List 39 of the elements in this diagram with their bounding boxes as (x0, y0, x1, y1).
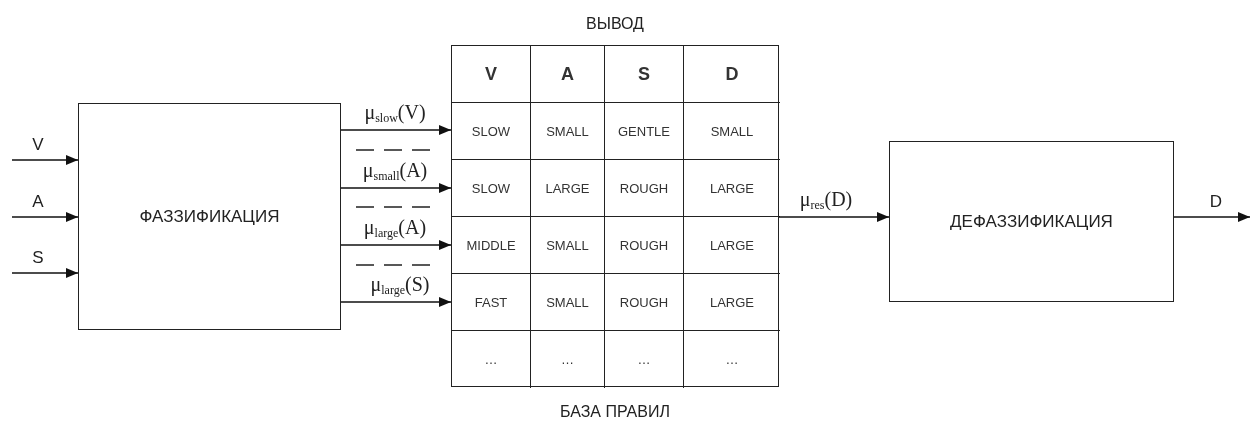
table-cell-text: … (484, 352, 498, 367)
table-heading: ВЫВОД (585, 15, 645, 33)
arrow (11, 212, 79, 222)
arrow (11, 268, 79, 278)
arrow (778, 212, 890, 222)
arrow (11, 155, 79, 165)
box-label: ФАЗЗИФИКАЦИЯ (139, 206, 280, 227)
table-cell-text: SMALL (546, 123, 589, 139)
column-header: A (561, 63, 574, 85)
table-cell-text: GENTLE (618, 123, 670, 139)
table-cell-text: LARGE (545, 180, 590, 196)
table-cell-text: LARGE (709, 180, 755, 196)
table-cell-text: LARGE (709, 294, 755, 310)
arrow (340, 240, 452, 250)
arrow (340, 125, 452, 135)
table-cell-text: … (637, 352, 651, 367)
arrow (1173, 212, 1251, 222)
arrow (340, 297, 452, 307)
table-cell-text: FAST (474, 294, 508, 310)
process-box (889, 141, 1174, 302)
table-cell-text: … (561, 352, 574, 367)
table-cell-text: SMALL (546, 237, 589, 253)
table-cell-text: ROUGH (619, 294, 669, 310)
table-cell-text: ROUGH (619, 237, 669, 253)
table-cell-text: SLOW (471, 123, 511, 139)
table-cell-text: SMALL (546, 294, 589, 310)
table-cell-text: … (725, 352, 739, 367)
table-cell-text: SLOW (471, 180, 511, 196)
table-caption: БАЗА ПРАВИЛ (559, 403, 671, 421)
arrow (340, 183, 452, 193)
column-header: D (725, 63, 739, 85)
process-box (78, 103, 341, 330)
column-header: S (638, 63, 650, 85)
table-cell-text: SMALL (710, 123, 754, 139)
table-cell-text: MIDDLE (466, 237, 516, 253)
column-header: V (485, 63, 497, 85)
table-cell-text: LARGE (709, 237, 755, 253)
box-label: ДЕФАЗЗИФИКАЦИЯ (950, 211, 1113, 232)
table-cell-text: ROUGH (619, 180, 669, 196)
